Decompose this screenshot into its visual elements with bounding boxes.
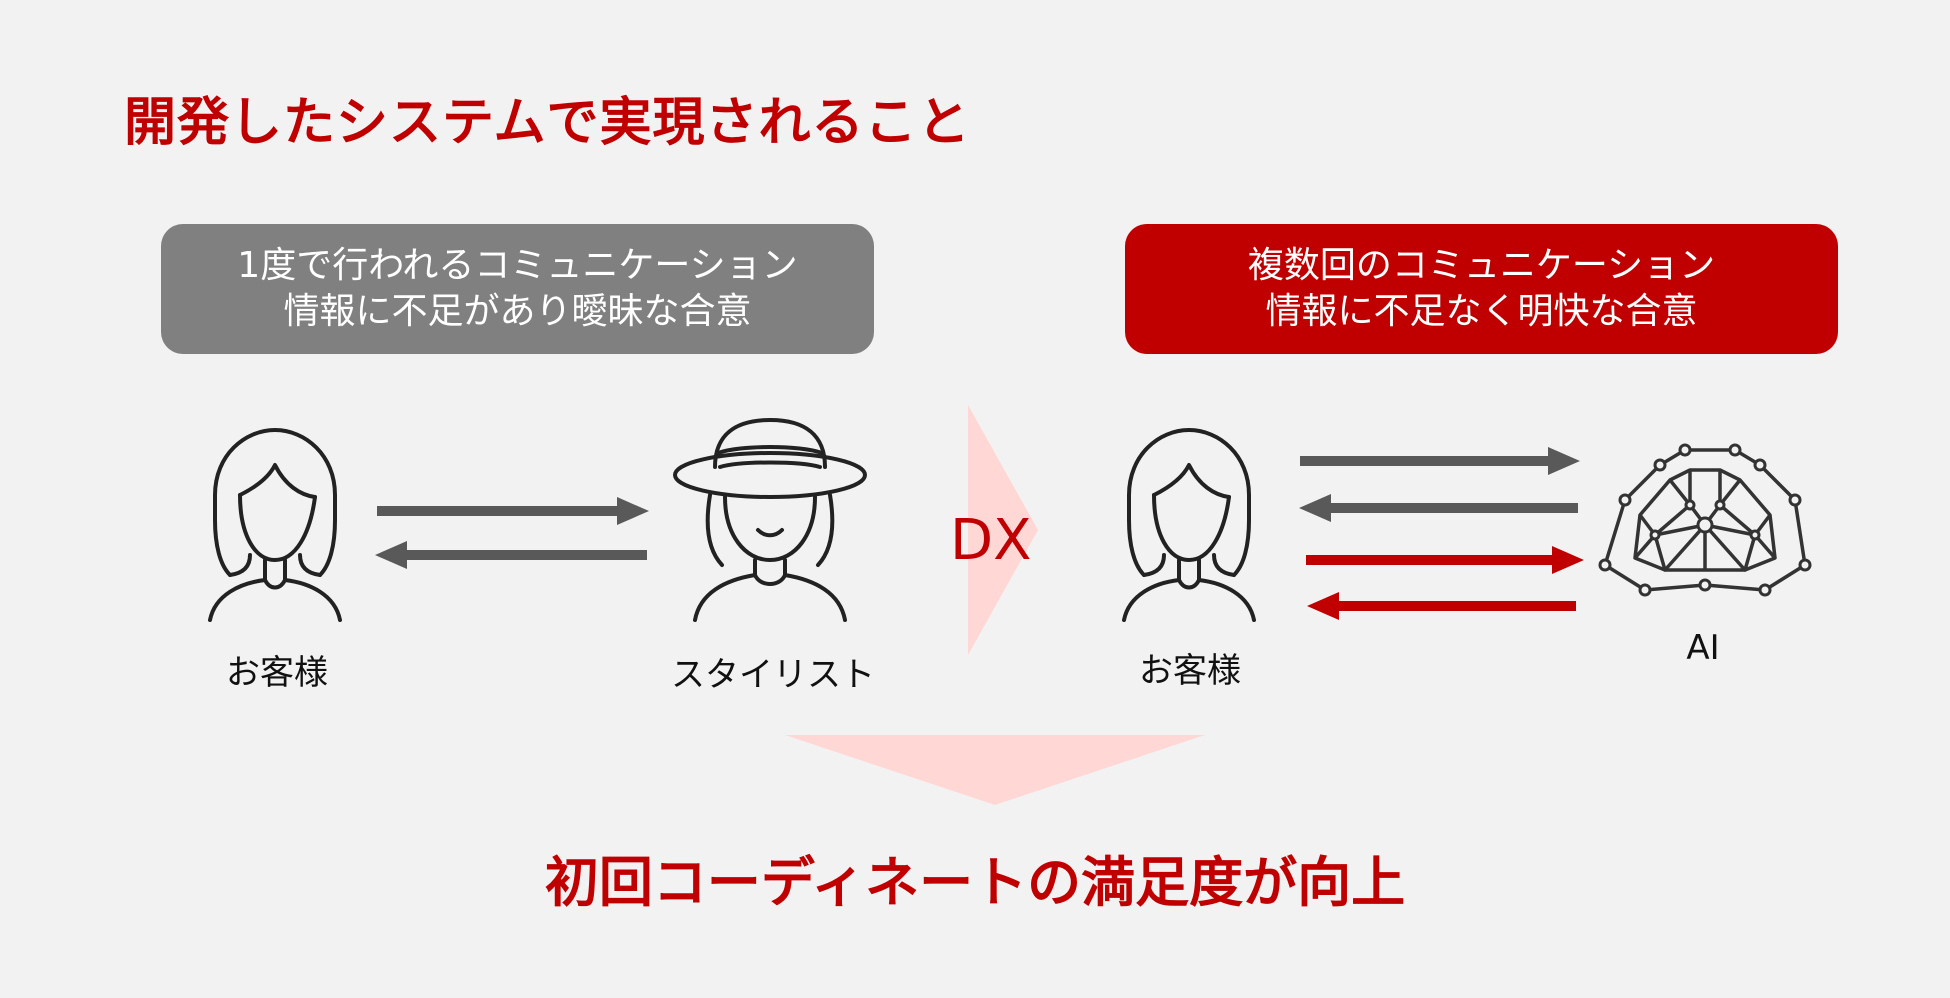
customer-woman-icon bbox=[208, 428, 342, 622]
result-text: 初回コーディネートの満足度が向上 bbox=[544, 851, 1406, 914]
arrow-red-to-customer bbox=[1307, 592, 1576, 620]
page-title: 開発したシステムで実現されること bbox=[124, 93, 971, 153]
ai-network-icon bbox=[1598, 443, 1812, 597]
before-arrows bbox=[375, 497, 649, 569]
arrow-to-stylist bbox=[377, 497, 649, 525]
dx-chevron bbox=[968, 405, 1038, 655]
after-customer-label: お客様 bbox=[1139, 651, 1241, 691]
arrow-red-to-ai bbox=[1306, 546, 1584, 574]
arrow-gray-to-customer bbox=[1299, 494, 1578, 522]
arrow-gray-to-ai bbox=[1300, 447, 1580, 475]
before-summary-box: 1度で行われるコミュニケーション 情報に不足があり曖昧な合意 bbox=[161, 224, 874, 354]
after-arrows bbox=[1299, 447, 1584, 620]
arrow-to-customer bbox=[375, 541, 647, 569]
customer-woman-icon bbox=[1122, 428, 1256, 622]
after-summary-line-1: 複数回のコミュニケーション bbox=[1247, 245, 1716, 286]
ai-label: AI bbox=[1686, 628, 1720, 668]
result-down-chevron bbox=[785, 735, 1205, 805]
before-summary-line-2: 情報に不足があり曖昧な合意 bbox=[283, 291, 752, 332]
before-summary-line-1: 1度で行われるコミュニケーション bbox=[237, 245, 798, 286]
after-summary-line-2: 情報に不足なく明快な合意 bbox=[1265, 291, 1698, 332]
before-customer-label: お客様 bbox=[226, 653, 328, 693]
dx-label: DX bbox=[950, 508, 1032, 573]
after-summary-box: 複数回のコミュニケーション 情報に不足なく明快な合意 bbox=[1125, 224, 1838, 354]
stylist-label: スタイリスト bbox=[671, 655, 875, 695]
stylist-hat-icon bbox=[673, 418, 867, 622]
